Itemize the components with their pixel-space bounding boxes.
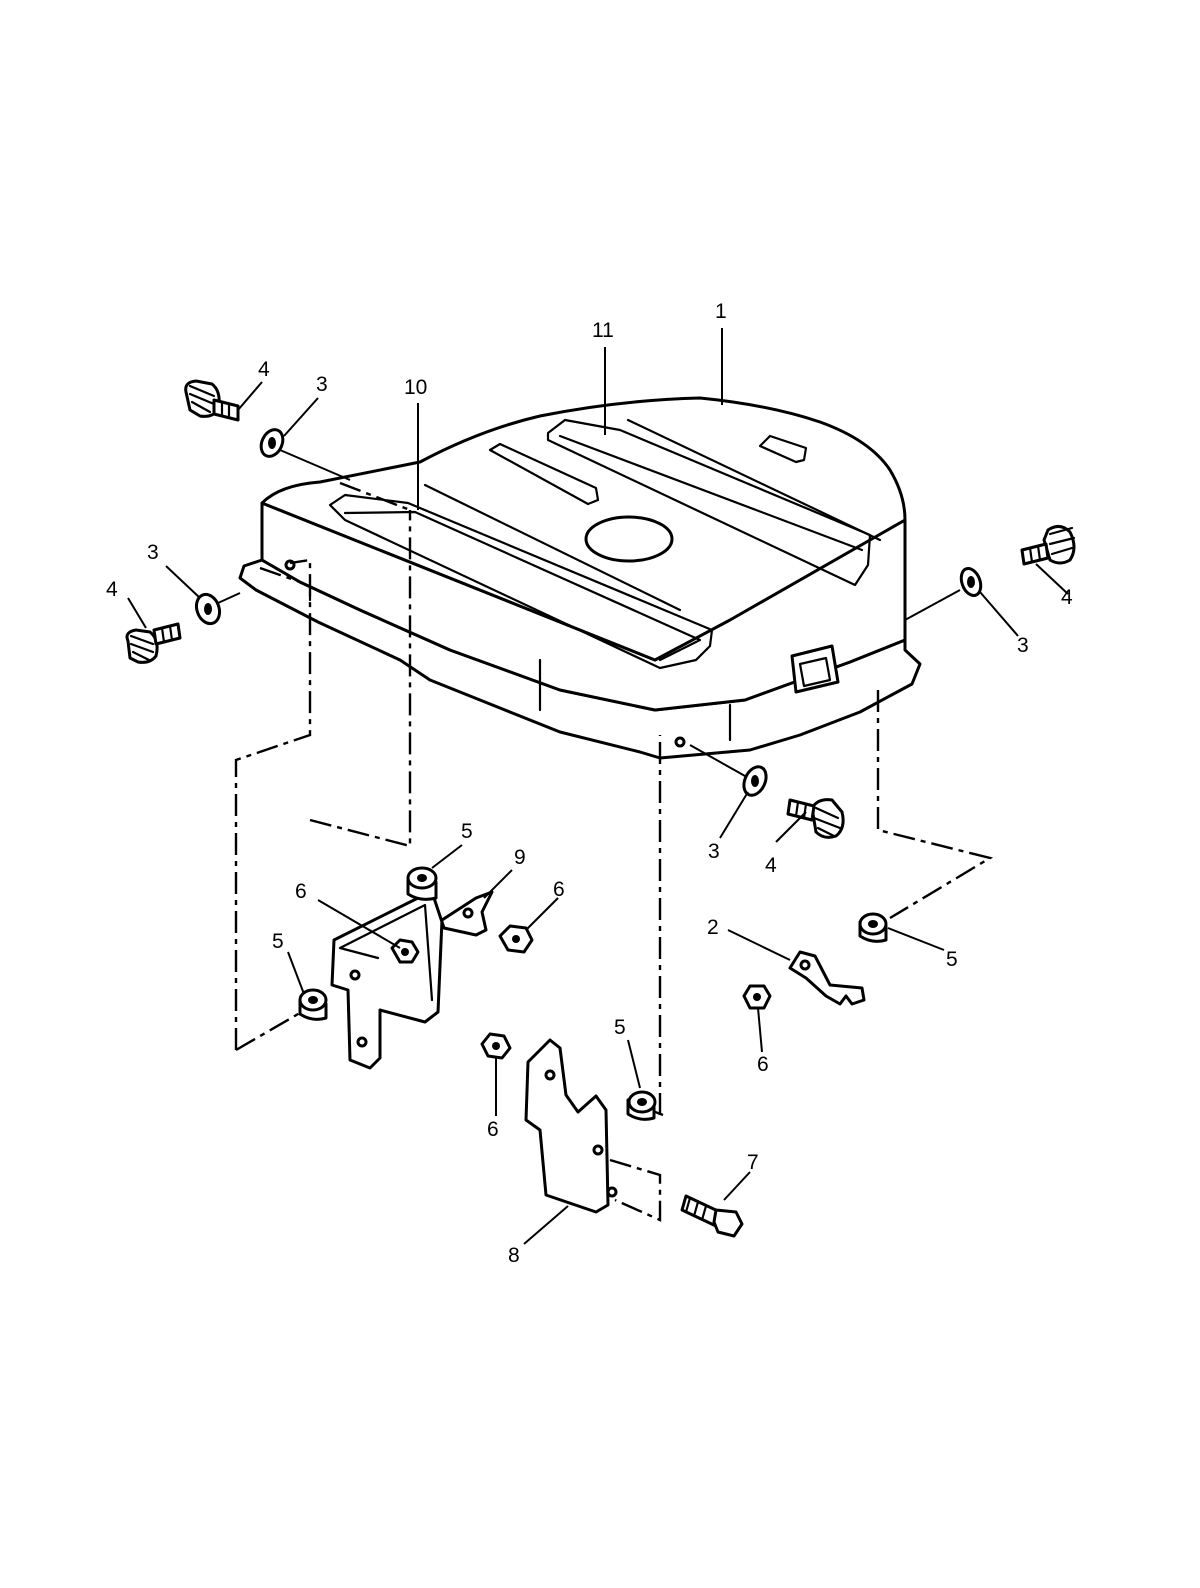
callout-10: 10 — [404, 376, 427, 399]
bolt-lower-right — [786, 798, 845, 839]
callout-4-left: 4 — [106, 578, 118, 601]
callout-1: 1 — [715, 300, 727, 323]
callout-2: 2 — [707, 916, 719, 939]
callout-4-upper-left: 4 — [258, 358, 270, 381]
callout-5-upper: 5 — [461, 820, 473, 843]
spacer-lower — [626, 1090, 657, 1121]
callout-5-left: 5 — [272, 930, 284, 953]
callout-7: 7 — [747, 1151, 759, 1174]
spacer-left — [298, 988, 328, 1021]
bolt-left — [125, 622, 182, 664]
callout-6-lower: 6 — [487, 1118, 499, 1141]
spacer-right — [858, 912, 888, 943]
bolt-lower — [680, 1194, 744, 1238]
bracket-right-small — [788, 950, 866, 1006]
callout-3-lower-right: 3 — [708, 840, 720, 863]
callout-9: 9 — [514, 846, 526, 869]
callout-leader-lines — [127, 328, 1069, 1245]
callout-11: 11 — [592, 319, 614, 342]
bolt-upper-left — [184, 379, 240, 422]
bracket-lower — [524, 1038, 618, 1214]
callout-6-center: 6 — [553, 878, 565, 901]
washer-upper-left — [259, 428, 351, 481]
callout-3-right: 3 — [1017, 634, 1029, 657]
bracket-left — [330, 890, 494, 1070]
callout-3-left: 3 — [147, 541, 159, 564]
callout-4-lower-right: 4 — [765, 854, 777, 877]
spacer-upper — [406, 866, 438, 901]
callout-6-upper-left: 6 — [295, 880, 307, 903]
callout-3-upper-left: 3 — [316, 373, 328, 396]
nut-center — [498, 924, 534, 954]
washer-left — [194, 592, 241, 626]
callout-4-right: 4 — [1061, 586, 1073, 609]
callout-5-lower: 5 — [614, 1016, 626, 1039]
bolt-right — [1020, 525, 1076, 566]
callout-6-right: 6 — [757, 1053, 769, 1076]
callout-labels: 1 11 10 4 3 3 4 4 3 3 4 5 9 6 6 5 2 5 6 … — [106, 300, 1073, 1267]
nut-lower — [480, 1032, 512, 1060]
nut-right — [742, 984, 772, 1010]
nut-left — [390, 938, 420, 964]
callout-5-right: 5 — [946, 948, 958, 971]
assembly-guide-lines — [234, 481, 994, 1222]
callout-8: 8 — [508, 1244, 520, 1267]
washer-lower-right — [689, 744, 768, 797]
housing-cover — [238, 396, 922, 760]
washer-right — [904, 566, 983, 621]
